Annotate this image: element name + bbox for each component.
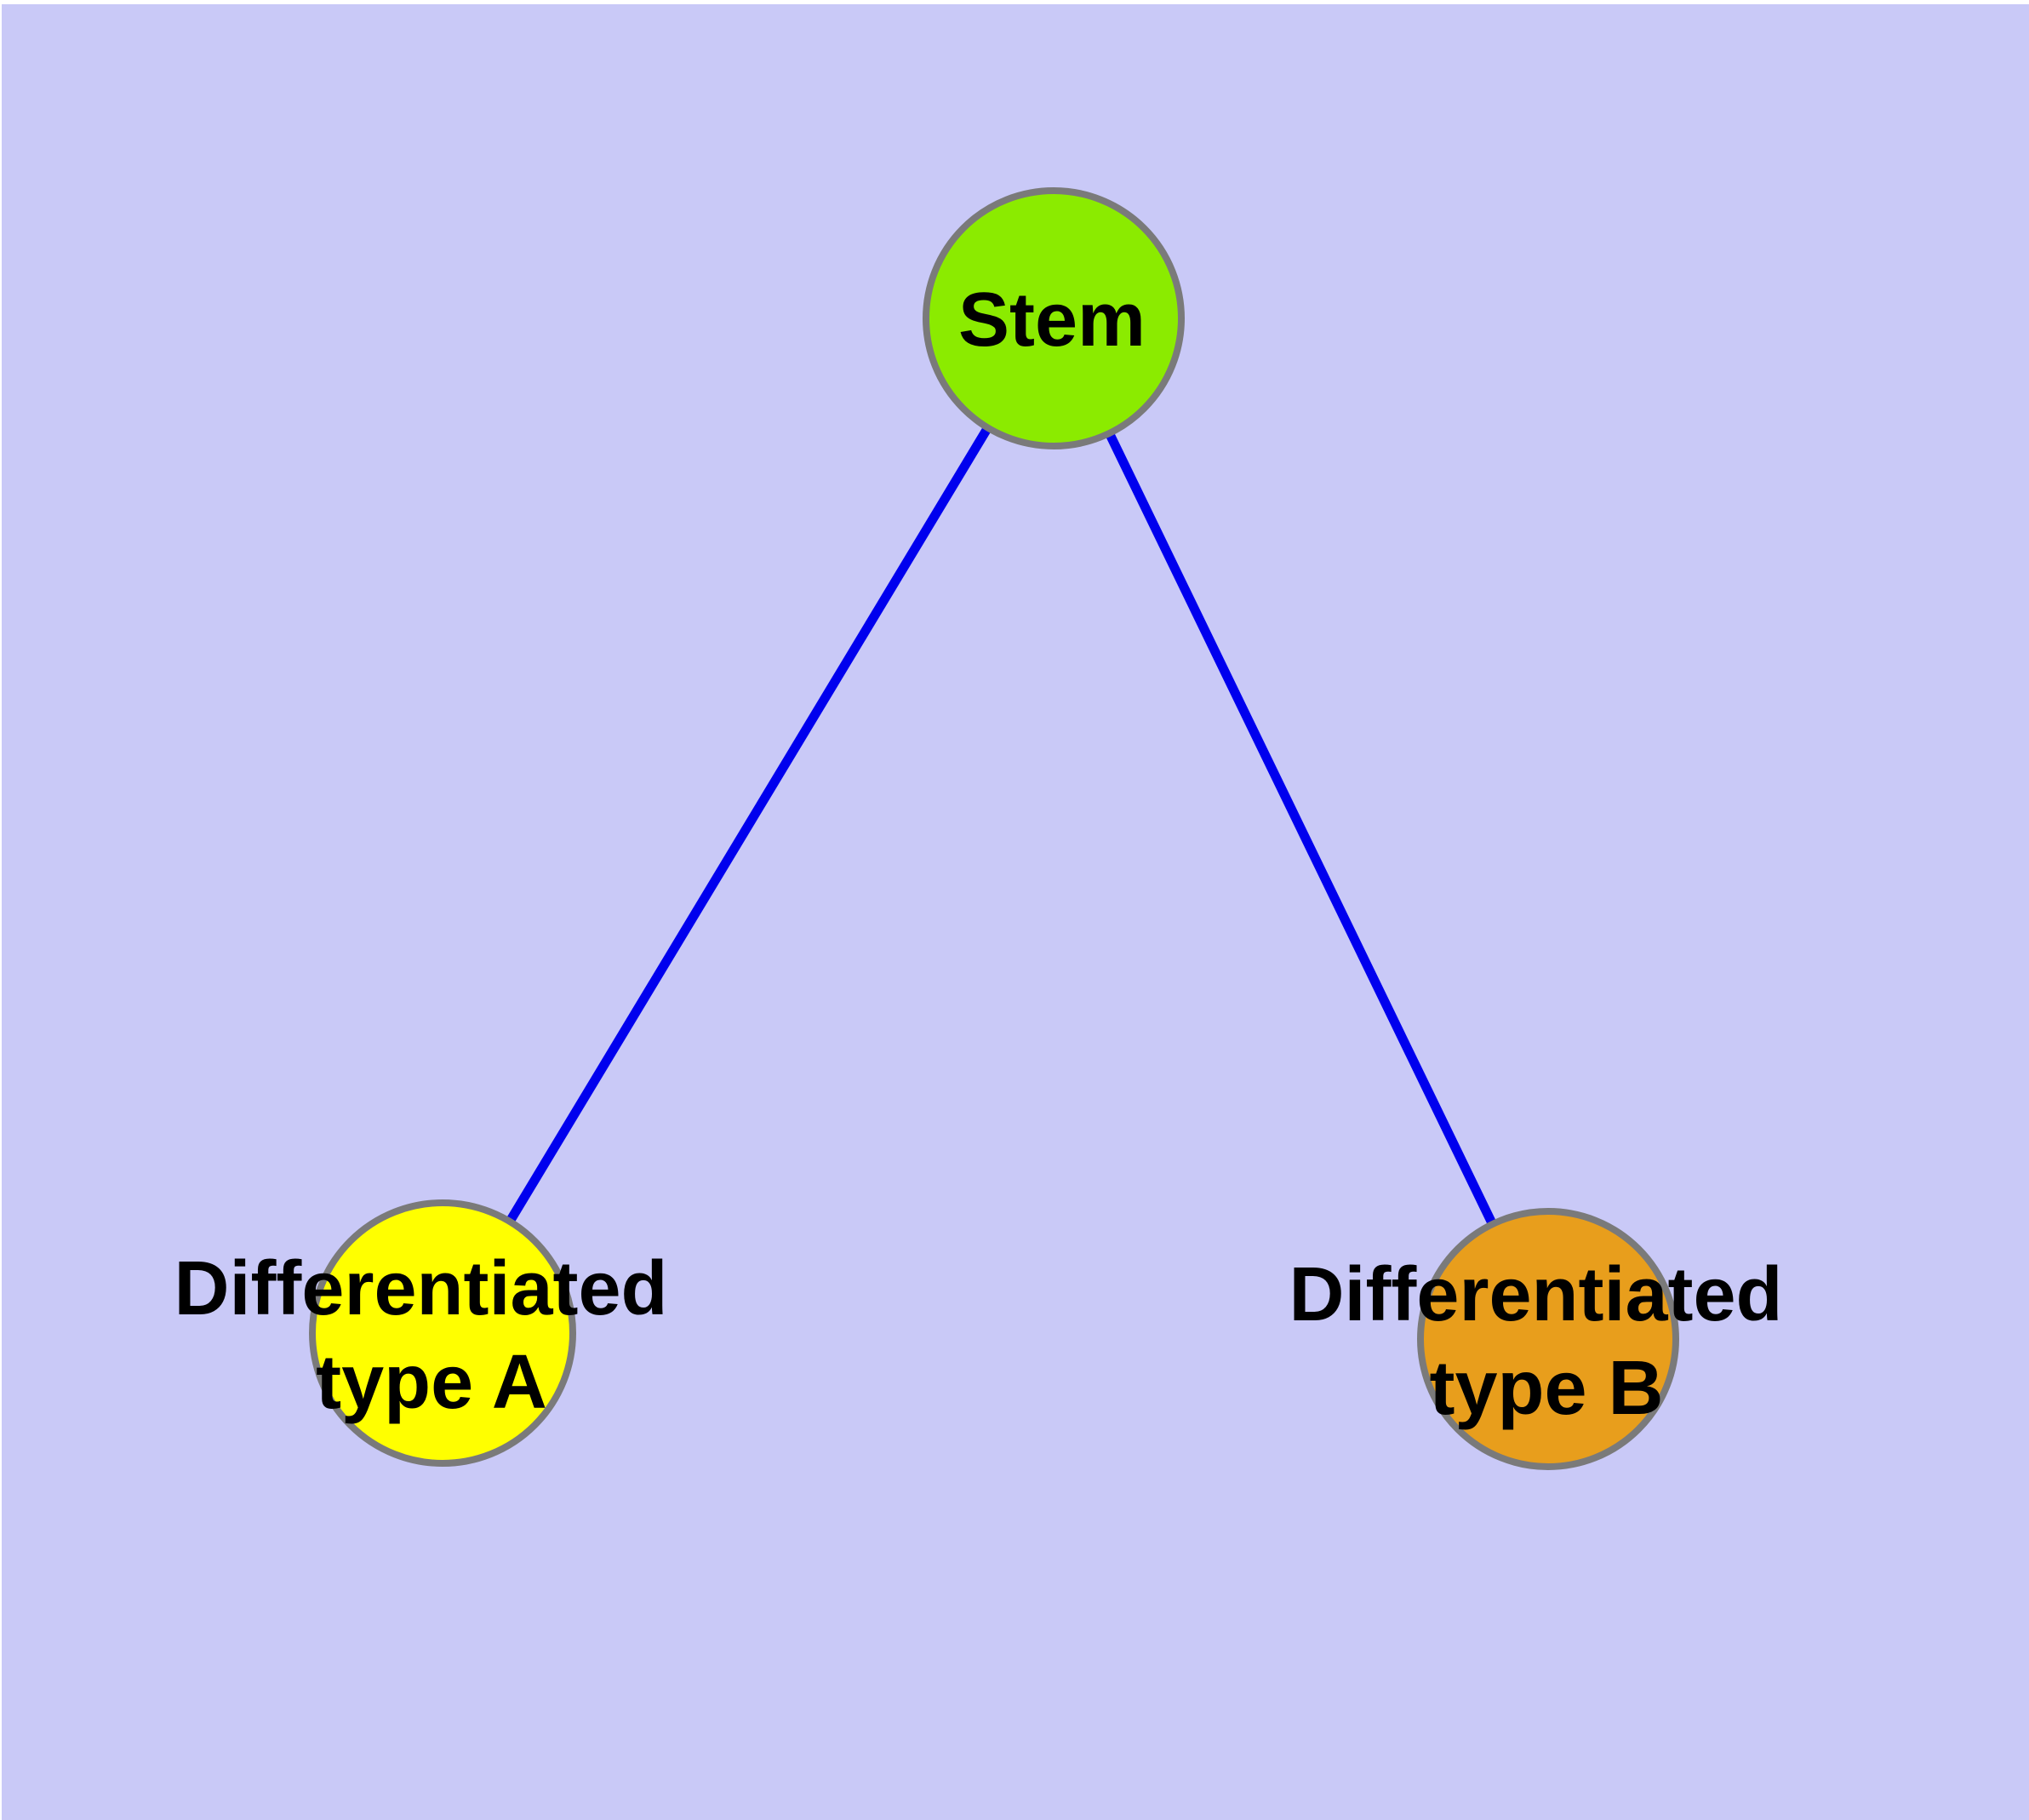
node-type-a-label: Differentiated type A <box>174 1246 689 1425</box>
edge-stem-to-type-b <box>1049 316 1552 1342</box>
node-type-b-label: Differentiated type B <box>1289 1252 1803 1431</box>
node-stem-circle <box>923 187 1185 449</box>
node-type-b-label-line2: type B <box>1429 1346 1663 1431</box>
node-stem-label: Stem <box>958 278 1146 363</box>
node-type-a-label-line1: Differentiated <box>174 1246 667 1331</box>
node-type-a-label-line2: type A <box>316 1340 547 1425</box>
node-type-b-circle <box>1417 1208 1679 1470</box>
node-type-a-circle <box>309 1199 576 1467</box>
node-type-b-label-line1: Differentiated <box>1289 1252 1782 1337</box>
edge-stem-to-type-a <box>438 316 1058 1336</box>
